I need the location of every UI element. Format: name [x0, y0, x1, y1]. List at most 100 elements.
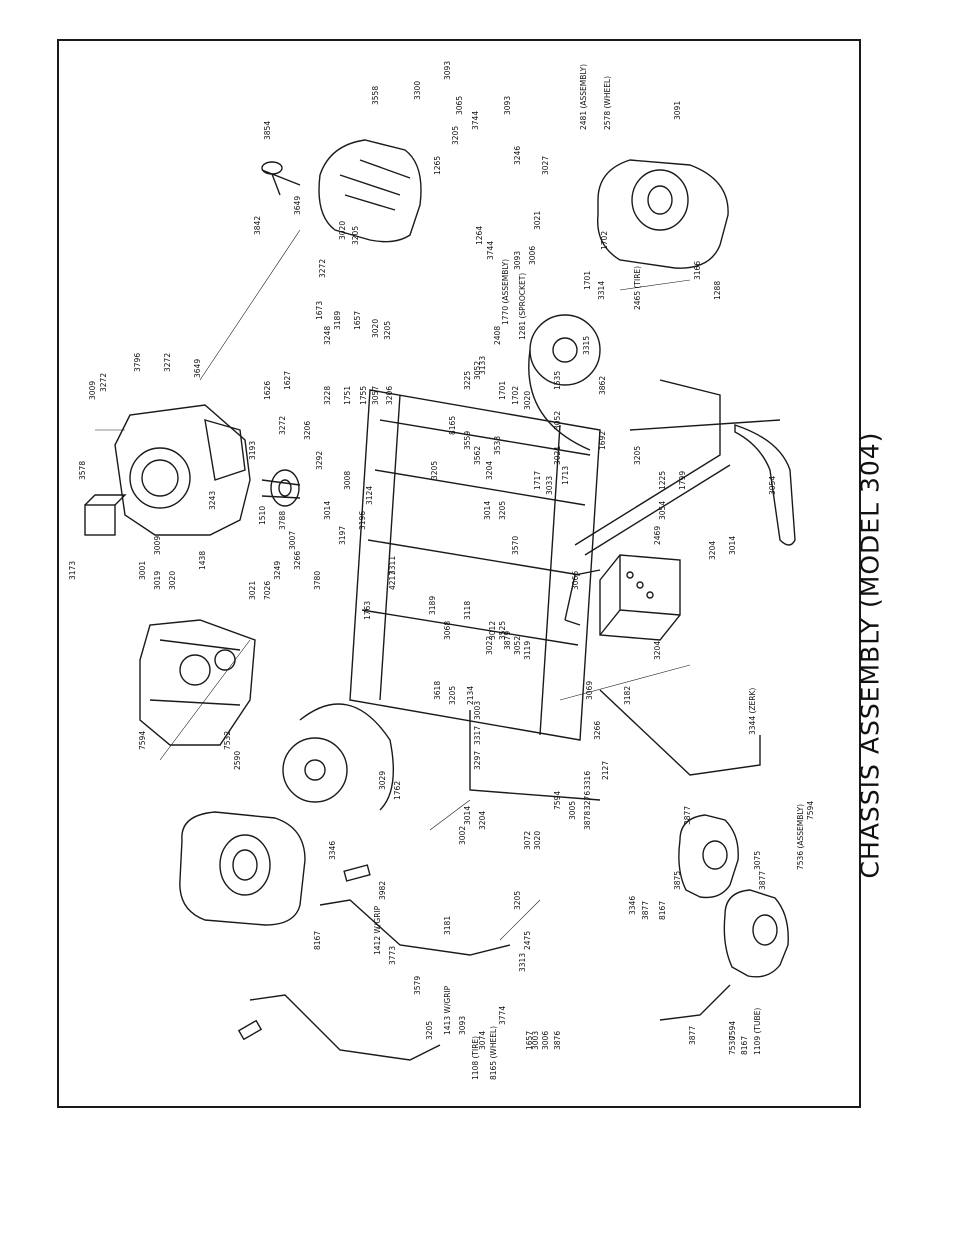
part-label: 3007: [288, 531, 297, 550]
part-label: 7536 (ASSEMBLY): [796, 804, 805, 870]
part-label: 1762: [393, 781, 402, 800]
sprocket-right: [528, 314, 601, 451]
part-label: 3009: [153, 536, 162, 555]
large-tire-left: [179, 811, 306, 926]
part-label: 1751: [343, 386, 352, 405]
part-label: 7594: [553, 791, 562, 810]
part-label: 3796: [133, 353, 142, 372]
part-label: 3205: [451, 126, 460, 145]
part-label: 1673: [315, 301, 324, 320]
part-label: 3027: [541, 156, 550, 175]
part-label: 3862: [598, 376, 607, 395]
part-label: 3788: [278, 511, 287, 530]
part-label: 3054: [658, 501, 667, 520]
diagram-frame: [57, 39, 861, 1108]
part-label: 3315: [582, 336, 591, 355]
lever-1412: [319, 899, 511, 956]
part-label: 7532: [223, 731, 232, 750]
part-label: 7026: [263, 581, 272, 600]
caster-wheel-upper: [678, 814, 739, 899]
lever-1413: [249, 994, 441, 1061]
part-label: 3205: [513, 891, 522, 910]
part-label: 3065: [455, 96, 464, 115]
part-label: 3346: [328, 841, 337, 860]
part-label: 3243: [208, 491, 217, 510]
part-label: 3205: [498, 501, 507, 520]
part-label: 3066: [571, 571, 580, 590]
part-label: 3205: [425, 1021, 434, 1040]
part-label: 1438: [198, 551, 207, 570]
part-label: 3618: [433, 681, 442, 700]
part-label: 2134: [466, 686, 475, 705]
part-label: 3193: [248, 441, 257, 460]
part-label: 3003: [531, 1031, 540, 1050]
grip-1412: [343, 864, 371, 882]
part-label: 3877: [641, 901, 650, 920]
part-label: 3204: [708, 541, 717, 560]
air-cleaner: [84, 494, 127, 536]
part-label: 2127: [601, 761, 610, 780]
sprocket-left: [282, 703, 395, 811]
part-label: 3019: [153, 571, 162, 590]
part-label: 1657: [353, 311, 362, 330]
part-label: 3579: [413, 976, 422, 995]
part-label: 8167: [313, 931, 322, 950]
part-label: 3272: [163, 353, 172, 372]
part-label: 3649: [193, 359, 202, 378]
part-label: 1770 (ASSEMBLY): [501, 259, 510, 325]
large-tire-right: [596, 159, 729, 269]
part-label: 3248: [323, 326, 332, 345]
part-label: 3020: [523, 391, 532, 410]
part-label: 3001: [138, 561, 147, 580]
part-label: 3877: [688, 1026, 697, 1045]
part-label: 3206: [303, 421, 312, 440]
part-label: 3093: [513, 251, 522, 270]
part-label: 3842: [253, 216, 262, 235]
part-label: 1225: [658, 471, 667, 490]
part-label: 3878: [583, 811, 592, 830]
part-label: 4217: [388, 571, 397, 590]
part-label: 1692: [598, 431, 607, 450]
engine-pulley: [261, 469, 301, 507]
part-label: 1265: [433, 156, 442, 175]
part-label: 3205: [351, 226, 360, 245]
part-label: 3029: [378, 771, 387, 790]
part-label: 1535: [553, 371, 562, 390]
part-label: 3020: [533, 831, 542, 850]
part-label: 3020: [371, 319, 380, 338]
part-label: 3204: [478, 811, 487, 830]
part-label: 3181: [443, 916, 452, 935]
part-label: 2481 (ASSEMBLY): [579, 64, 588, 130]
part-label: 3346: [628, 896, 637, 915]
part-label: 1264: [475, 226, 484, 245]
part-label: 1702: [600, 231, 609, 250]
leader-lines: [95, 229, 691, 941]
part-label: 3054: [768, 476, 777, 495]
part-label: 3525: [498, 621, 507, 640]
part-label: 3266: [593, 721, 602, 740]
part-label: 7594: [138, 731, 147, 750]
part-label: 3014: [483, 501, 492, 520]
part-label: 3300: [413, 81, 422, 100]
part-label: 7594: [806, 801, 815, 820]
part-label: 3774: [498, 1006, 507, 1025]
part-label: 3006: [528, 246, 537, 265]
part-label: 2465 (TIRE): [633, 266, 642, 310]
diagram-title: CHASSIS ASSEMBLY (MODEL 304): [855, 431, 885, 879]
part-label: 3875: [673, 871, 682, 890]
part-label: 3982: [378, 881, 387, 900]
part-label: 3313: [518, 953, 527, 972]
part-label: 1701: [498, 381, 507, 400]
part-label: 3276: [583, 791, 592, 810]
part-label: 3020: [168, 571, 177, 590]
part-label: 3020: [338, 221, 347, 240]
part-label: 3559: [463, 431, 472, 450]
part-label: 1713: [561, 466, 570, 485]
part-label: 3003: [473, 701, 482, 720]
part-label: 3189: [333, 311, 342, 330]
part-label: 1755: [359, 386, 368, 405]
part-label: 3005: [568, 801, 577, 820]
caster-fork-lower: [659, 984, 731, 1021]
part-label: 3649: [293, 196, 302, 215]
